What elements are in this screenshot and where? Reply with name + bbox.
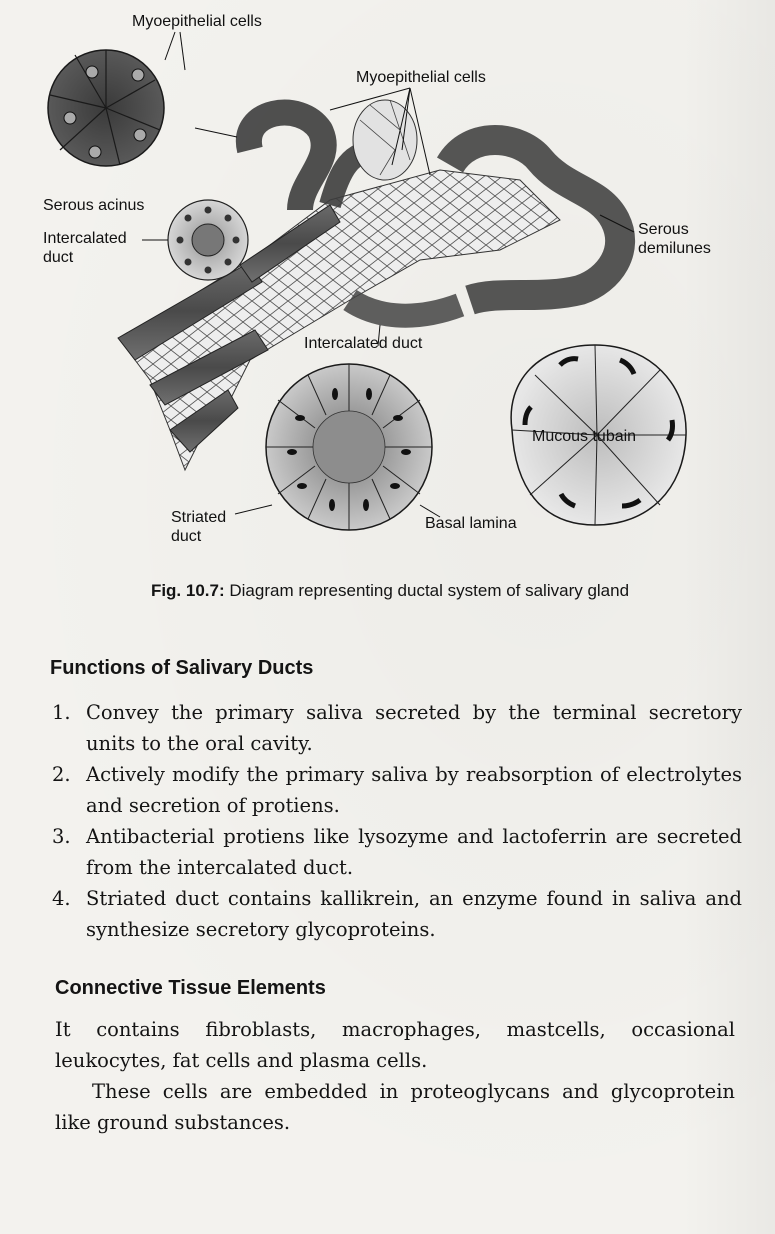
label-basal-lamina: Basal lamina [425,515,517,532]
caption-text: Diagram representing ductal system of sa… [229,581,630,600]
mucous-tubain-cross-section [510,344,687,526]
paragraph-connective-2: These cells are embedded in proteoglycan… [55,1080,735,1134]
paragraph-connective-1: It contains fibroblasts, macrophages, ma… [55,1018,735,1072]
leader-lines [142,31,635,518]
list-item: 4.Striated duct contains kallikrein, an … [52,887,742,941]
label-mucous-tubain: Mucous tubain [532,428,637,445]
figure-caption: Fig. 10.7: Diagram representing ductal s… [150,580,630,602]
label-intercalated-duct-left: Intercalated duct [43,230,127,266]
secretory-tubules [235,99,635,328]
myoepithelial-cluster [352,99,418,181]
label-myoepithelial-cells-top: Myoepithelial cells [132,13,262,30]
caption-figure-number: Fig. 10.7: [150,581,225,600]
striated-duct-cross-section [265,363,433,531]
duct-trunk [117,204,341,453]
figure-illustration [47,31,687,531]
list-item: 1.Convey the primary saliva secreted by … [52,701,742,755]
serous-acinus [47,49,165,167]
functions-list: 1.Convey the primary saliva secreted by … [52,697,742,945]
label-serous-demilunes: Serous demilunes [638,221,711,257]
list-item: 3.Antibacterial protiens like lysozyme a… [52,825,742,879]
label-intercalated-duct-center: Intercalated duct [304,335,423,352]
label-serous-acinus: Serous acinus [43,197,145,214]
figure-ductal-system: Myoepithelial cells Myoepithelial cells … [0,0,775,560]
label-striated-duct: Striated duct [171,509,227,545]
list-item: 2.Actively modify the primary saliva by … [52,763,742,817]
heading-connective-tissue-elements: Connective Tissue Elements [55,977,326,999]
label-myoepithelial-cells-mid: Myoepithelial cells [356,69,486,86]
heading-functions-of-salivary-ducts: Functions of Salivary Ducts [50,657,314,679]
intercalated-duct-cross-section [167,199,249,281]
